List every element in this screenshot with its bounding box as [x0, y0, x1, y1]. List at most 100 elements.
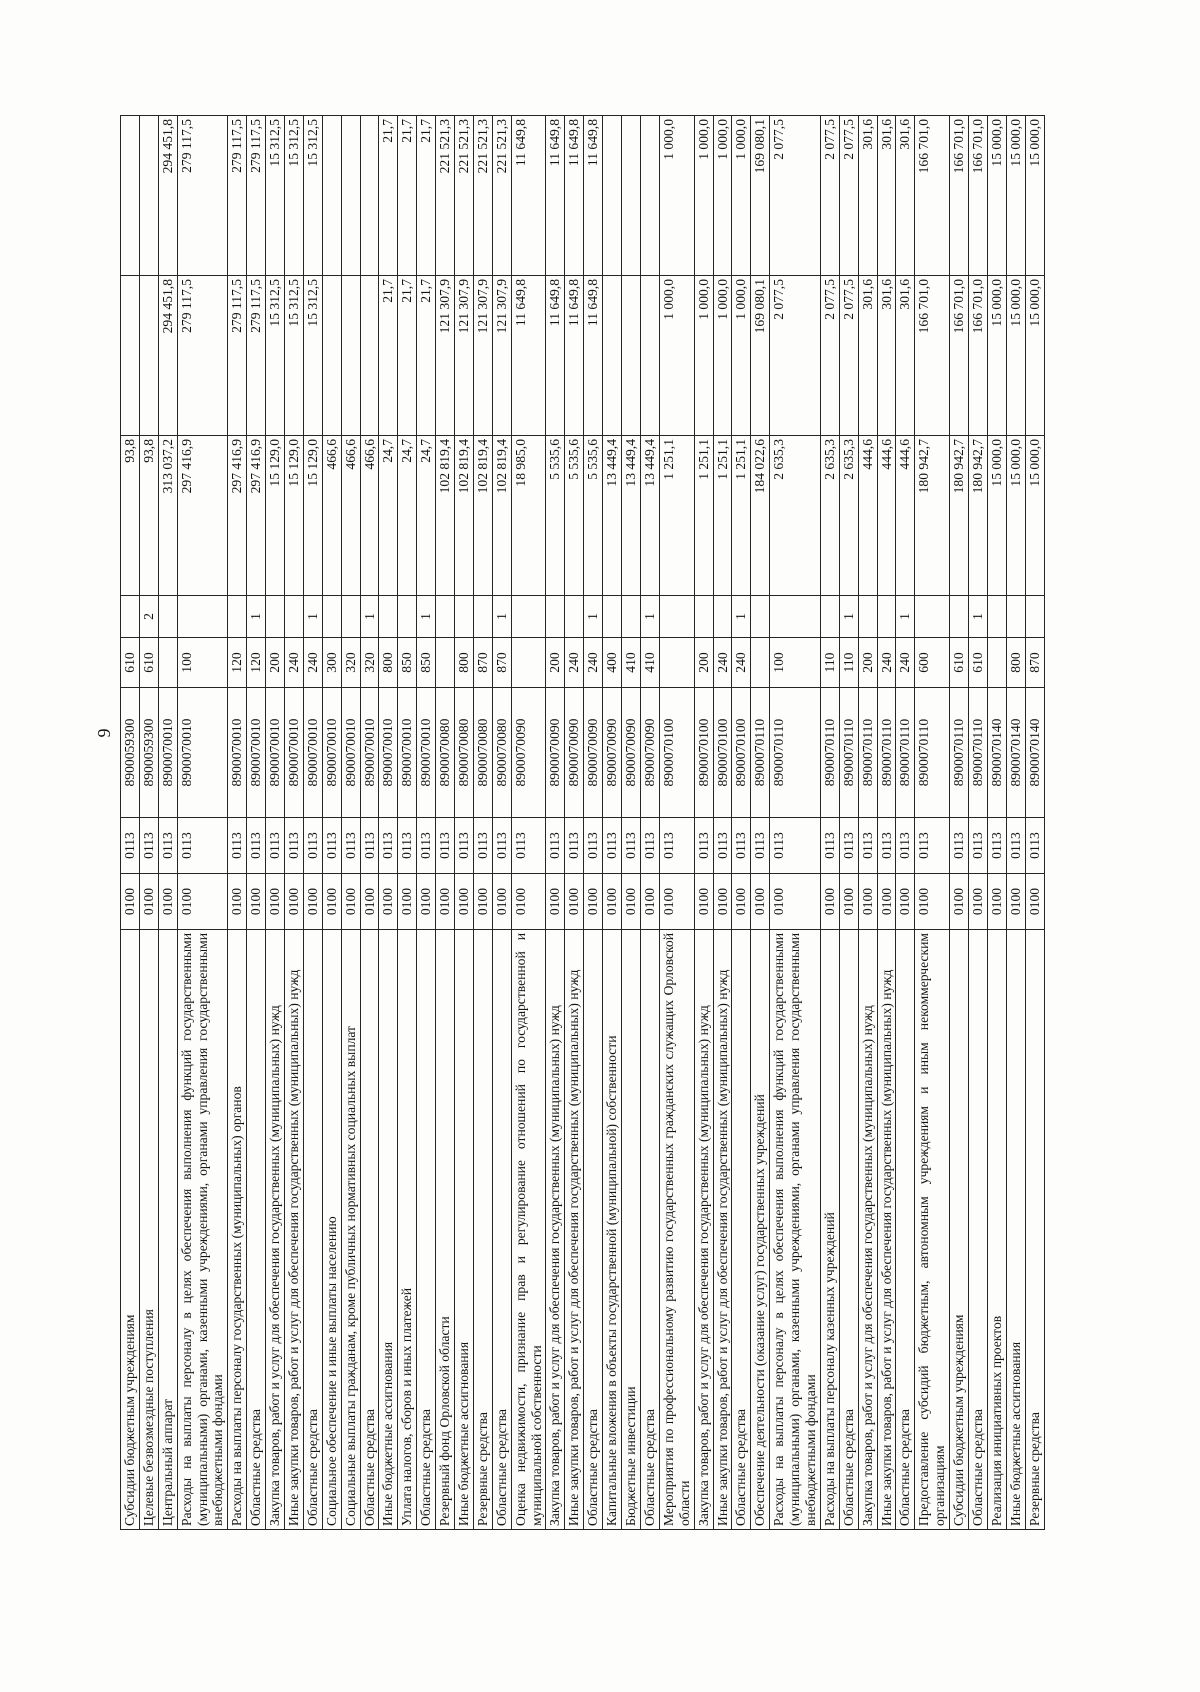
amount-year3-cell: 11 649,8 [564, 115, 584, 276]
target-article-code-cell: 8900070010 [177, 687, 228, 818]
funding-source-flag-cell [750, 595, 770, 638]
amount-year1-cell: 444,6 [877, 435, 896, 596]
subsection-code-cell: 0113 [602, 817, 622, 874]
subsection-code-cell: 0113 [360, 817, 379, 874]
expense-type-code-cell: 850 [397, 637, 417, 688]
subsection-code-cell: 0113 [139, 817, 159, 874]
amount-year2-cell [602, 275, 622, 436]
section-code-cell: 0100 [987, 873, 1007, 930]
amount-year2-cell: 11 649,8 [564, 275, 584, 436]
expense-type-code-cell: 200 [545, 637, 565, 688]
funding-source-flag-cell [397, 595, 417, 638]
amount-year2-cell: 279 117,5 [227, 275, 247, 436]
name-cell: Мероприятия по профессиональному развити… [659, 929, 695, 1530]
section-code-cell: 0100 [713, 873, 732, 930]
amount-year1-cell: 184 022,6 [750, 435, 770, 596]
name-cell: Реализация инициативных проектов [987, 929, 1007, 1530]
expense-type-code-cell: 610 [120, 637, 140, 688]
expense-type-code-cell: 610 [968, 637, 988, 688]
amount-year2-cell: 21,7 [378, 275, 398, 436]
amount-year2-cell: 15 000,0 [1025, 275, 1045, 436]
target-article-code-cell: 8900070110 [820, 687, 840, 818]
expense-type-code-cell: 240 [583, 637, 603, 688]
expense-type-code-cell: 870 [473, 637, 493, 688]
target-article-code-cell: 8900070140 [987, 687, 1007, 818]
funding-source-flag-cell [454, 595, 474, 638]
funding-source-flag-cell [435, 595, 455, 638]
section-code-cell: 0100 [360, 873, 379, 930]
amount-year1-cell: 1 251,1 [713, 435, 732, 596]
expense-type-code-cell: 120 [227, 637, 247, 688]
amount-year1-cell: 2 635,3 [769, 435, 821, 596]
target-article-code-cell: 8900070110 [895, 687, 915, 818]
subsection-code-cell: 0113 [416, 817, 436, 874]
funding-source-flag-cell: 1 [246, 595, 266, 638]
target-article-code-cell: 8900059300 [120, 687, 140, 818]
subsection-code-cell: 0113 [987, 817, 1007, 874]
expense-type-code-cell: 850 [416, 637, 436, 688]
amount-year2-cell: 279 117,5 [246, 275, 266, 436]
name-cell: Центральный аппарат [158, 929, 178, 1530]
name-cell: Оценка недвижимости, признание прав и ре… [511, 929, 546, 1530]
section-code-cell: 0100 [177, 873, 228, 930]
target-article-code-cell: 8900070110 [949, 687, 969, 818]
table-row: Социальное обеспечение и иные выплаты на… [322, 115, 342, 1530]
name-cell: Закупка товаров, работ и услуг для обесп… [265, 929, 285, 1530]
target-article-code-cell: 8900070010 [378, 687, 398, 818]
table-row: Закупка товаров, работ и услуг для обесп… [694, 115, 713, 1530]
expense-type-code-cell: 410 [621, 637, 641, 688]
funding-source-flag-cell [769, 595, 821, 638]
name-cell: Иные бюджетные ассигнования [1006, 929, 1026, 1530]
amount-year2-cell: 21,7 [397, 275, 417, 436]
target-article-code-cell: 8900070090 [602, 687, 622, 818]
expense-type-code-cell: 320 [360, 637, 379, 688]
subsection-code-cell: 0113 [322, 817, 342, 874]
funding-source-flag-cell [120, 595, 140, 638]
subsection-code-cell: 0113 [1006, 817, 1026, 874]
table-row: Обеспечение деятельности (оказание услуг… [750, 115, 770, 1530]
section-code-cell: 0100 [341, 873, 361, 930]
expense-type-code-cell: 410 [640, 637, 660, 688]
section-code-cell: 0100 [877, 873, 896, 930]
amount-year2-cell: 15 312,5 [265, 275, 285, 436]
target-article-code-cell: 8900070010 [322, 687, 342, 818]
name-cell: Обеспечение деятельности (оказание услуг… [750, 929, 770, 1530]
subsection-code-cell: 0113 [303, 817, 323, 874]
amount-year1-cell: 297 416,9 [246, 435, 266, 596]
funding-source-flag-cell [602, 595, 622, 638]
amount-year3-cell: 15 312,5 [303, 115, 323, 276]
table-row: Предоставление субсидий бюджетным, автон… [914, 115, 950, 1530]
subsection-code-cell: 0113 [750, 817, 770, 874]
section-code-cell: 0100 [473, 873, 493, 930]
subsection-code-cell: 0113 [968, 817, 988, 874]
amount-year3-cell [120, 115, 140, 276]
amount-year1-cell: 24,7 [397, 435, 417, 596]
target-article-code-cell: 8900070090 [621, 687, 641, 818]
amount-year2-cell: 2 077,5 [769, 275, 821, 436]
funding-source-flag-cell [858, 595, 878, 638]
amount-year1-cell: 2 635,3 [839, 435, 859, 596]
name-cell: Закупка товаров, работ и услуг для обесп… [858, 929, 878, 1530]
amount-year3-cell [360, 115, 379, 276]
name-cell: Областные средства [492, 929, 512, 1530]
subsection-code-cell: 0113 [713, 817, 732, 874]
section-code-cell: 0100 [659, 873, 695, 930]
funding-source-flag-cell [694, 595, 713, 638]
expense-type-code-cell: 200 [265, 637, 285, 688]
subsection-code-cell: 0113 [820, 817, 840, 874]
name-cell: Иные закупки товаров, работ и услуг для … [564, 929, 584, 1530]
subsection-code-cell: 0113 [694, 817, 713, 874]
target-article-code-cell: 8900070010 [341, 687, 361, 818]
table-row: Расходы на выплаты персоналу государстве… [227, 115, 247, 1530]
amount-year2-cell: 169 080,1 [750, 275, 770, 436]
subsection-code-cell: 0113 [877, 817, 896, 874]
expense-type-code-cell [435, 637, 455, 688]
subsection-code-cell: 0113 [397, 817, 417, 874]
amount-year2-cell: 166 701,0 [949, 275, 969, 436]
amount-year3-cell: 169 080,1 [750, 115, 770, 276]
